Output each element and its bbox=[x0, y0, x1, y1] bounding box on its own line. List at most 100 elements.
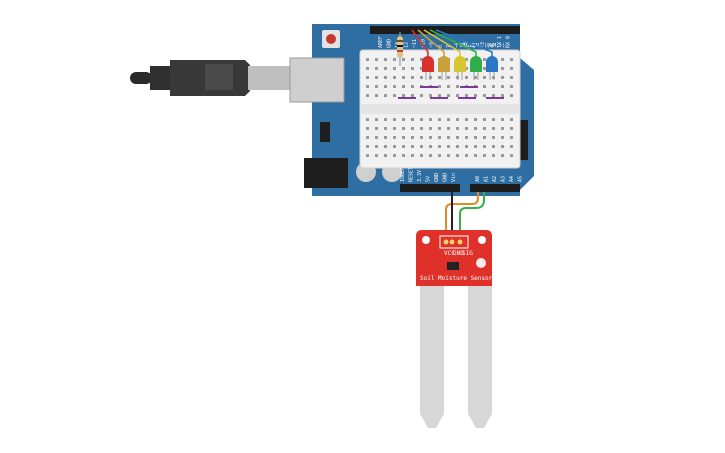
breadboard-hole bbox=[375, 154, 378, 157]
breadboard-hole bbox=[465, 76, 468, 79]
soil-moisture-sensor[interactable]: VCC GND SIG Soil Moisture Sensor bbox=[416, 230, 493, 428]
breadboard-hole bbox=[483, 94, 486, 97]
breadboard-hole bbox=[447, 145, 450, 148]
breadboard-hole bbox=[438, 154, 441, 157]
digital-pin-label-10: ~5 bbox=[463, 42, 469, 48]
breadboard-hole bbox=[366, 127, 369, 130]
digital-pin-label-7: 8 bbox=[438, 45, 444, 48]
breadboard-hole bbox=[384, 154, 387, 157]
led-0[interactable] bbox=[422, 56, 434, 72]
digital-pin-label-9: ~6 bbox=[455, 42, 461, 48]
usb-cable[interactable] bbox=[130, 60, 293, 96]
jumper-6 bbox=[460, 86, 478, 88]
breadboard-hole bbox=[501, 58, 504, 61]
breadboard-hole bbox=[438, 94, 441, 97]
sensor-board bbox=[416, 230, 492, 286]
jumper-4 bbox=[486, 97, 504, 99]
led-4[interactable] bbox=[486, 56, 498, 72]
power-pin-label-0: IOREF bbox=[400, 167, 406, 182]
breadboard-hole bbox=[420, 127, 423, 130]
dc-jack bbox=[304, 158, 348, 188]
breadboard-hole bbox=[438, 85, 441, 88]
breadboard-hole bbox=[456, 127, 459, 130]
breadboard-hole bbox=[420, 67, 423, 70]
breadboard-hole bbox=[420, 136, 423, 139]
breadboard-hole bbox=[510, 118, 513, 121]
mini-breadboard[interactable] bbox=[359, 49, 521, 169]
breadboard-hole bbox=[492, 154, 495, 157]
led-2[interactable] bbox=[454, 56, 466, 72]
breadboard-hole bbox=[375, 85, 378, 88]
breadboard-hole bbox=[465, 67, 468, 70]
breadboard-hole bbox=[483, 118, 486, 121]
digital-pin-label-0: AREF bbox=[378, 36, 384, 48]
breadboard-hole bbox=[366, 94, 369, 97]
breadboard-hole bbox=[429, 145, 432, 148]
analog-pin-label-1: A1 bbox=[484, 176, 490, 182]
wire-sig[interactable] bbox=[459, 192, 485, 244]
icsp-header bbox=[518, 120, 528, 160]
sensor-mount-hole-right bbox=[478, 236, 486, 244]
breadboard-hole bbox=[456, 118, 459, 121]
analog-pin-label-2: A2 bbox=[492, 176, 498, 182]
analog-header bbox=[470, 184, 520, 192]
power-pin-label-5: GND bbox=[443, 173, 449, 182]
breadboard-hole bbox=[393, 94, 396, 97]
breadboard-hole bbox=[510, 127, 513, 130]
sensor-pin-label-vcc: VCC bbox=[444, 250, 455, 257]
breadboard-hole bbox=[510, 58, 513, 61]
sensor-pin-vcc[interactable] bbox=[443, 239, 449, 245]
led-1[interactable] bbox=[438, 56, 450, 72]
breadboard-hole bbox=[366, 145, 369, 148]
breadboard-hole bbox=[402, 118, 405, 121]
breadboard-hole bbox=[402, 58, 405, 61]
resistor-band-2 bbox=[397, 45, 403, 47]
resistor-band-3 bbox=[397, 50, 403, 52]
breadboard-hole bbox=[483, 76, 486, 79]
jumper-3 bbox=[458, 97, 476, 99]
digital-pin-label-14: TX 1 bbox=[497, 36, 503, 48]
breadboard-hole bbox=[420, 58, 423, 61]
wire-vcc[interactable] bbox=[445, 192, 479, 244]
usb-plug-grip bbox=[205, 64, 233, 90]
breadboard-hole bbox=[501, 127, 504, 130]
breadboard-hole bbox=[429, 94, 432, 97]
analog-pin-label-4: A4 bbox=[509, 176, 515, 182]
sensor-label: Soil Moisture Sensor bbox=[420, 275, 493, 282]
sensor-pin-sig[interactable] bbox=[457, 239, 463, 245]
breadboard-hole bbox=[411, 94, 414, 97]
breadboard-hole bbox=[411, 67, 414, 70]
breadboard-hole bbox=[510, 85, 513, 88]
breadboard-hole bbox=[393, 145, 396, 148]
breadboard-hole bbox=[375, 136, 378, 139]
led-3[interactable] bbox=[470, 56, 482, 72]
digital-header bbox=[370, 26, 520, 34]
breadboard-hole bbox=[393, 154, 396, 157]
breadboard-hole bbox=[501, 145, 504, 148]
sensor-pin-label-sig: SIG bbox=[462, 250, 473, 257]
digital-pin-label-15: RX 0 bbox=[506, 36, 512, 48]
breadboard-hole bbox=[474, 118, 477, 121]
breadboard-hole bbox=[501, 118, 504, 121]
breadboard-hole bbox=[447, 94, 450, 97]
breadboard-hole bbox=[501, 94, 504, 97]
breadboard-hole bbox=[510, 94, 513, 97]
analog-pin-label-5: A5 bbox=[518, 176, 524, 182]
breadboard-hole bbox=[465, 94, 468, 97]
reset-button[interactable] bbox=[326, 34, 336, 44]
breadboard-hole bbox=[366, 67, 369, 70]
breadboard-hole bbox=[492, 145, 495, 148]
breadboard-hole bbox=[402, 67, 405, 70]
sensor-pin-gnd[interactable] bbox=[449, 239, 455, 245]
breadboard-hole bbox=[501, 154, 504, 157]
breadboard-hole bbox=[474, 136, 477, 139]
breadboard-hole bbox=[402, 85, 405, 88]
digital-pin-label-1: GND bbox=[387, 39, 393, 48]
resistor[interactable] bbox=[397, 32, 403, 66]
breadboard-hole bbox=[375, 145, 378, 148]
led-group bbox=[411, 29, 498, 80]
